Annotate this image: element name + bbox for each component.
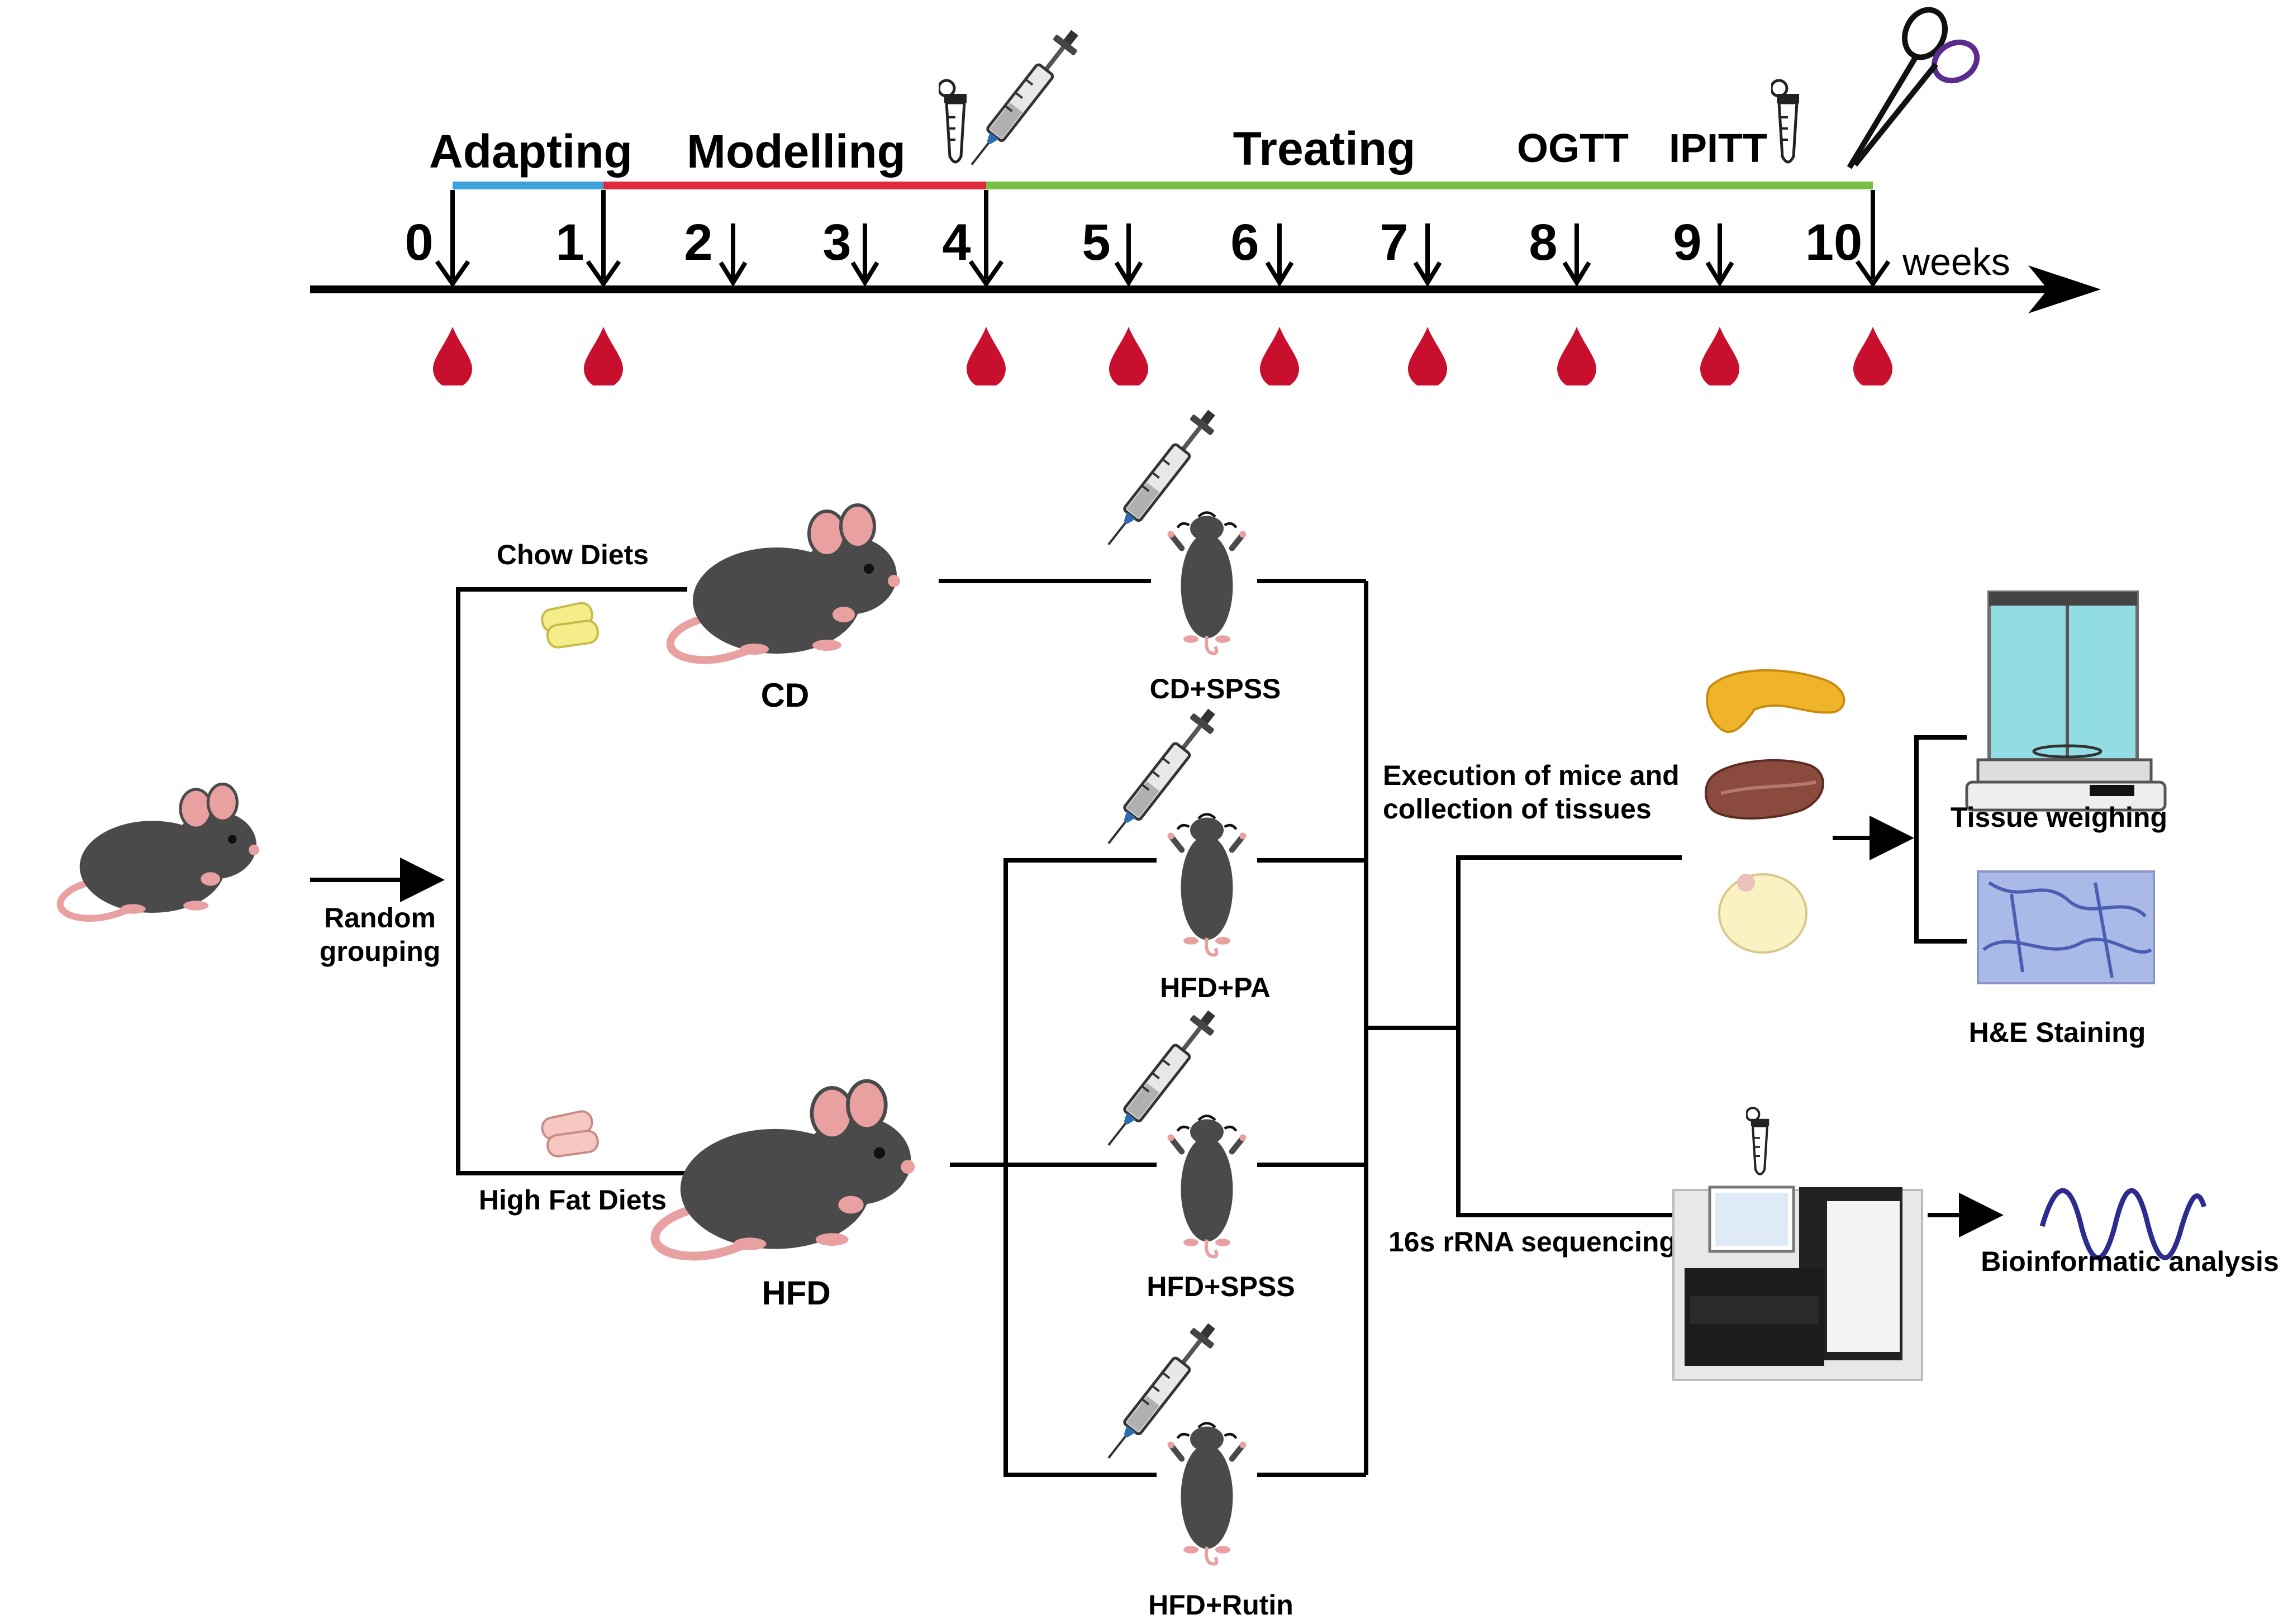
phase-modelling: Modelling (687, 125, 906, 178)
week-label-4: 4 (942, 214, 971, 271)
cd-mouse-icon (670, 505, 900, 660)
chow-diets-label: Chow Diets (497, 539, 649, 570)
hfd-spss-mouse-icon (1168, 1116, 1247, 1257)
blood-drop-icon (1408, 327, 1447, 385)
analytical-balance-icon (1965, 590, 2167, 812)
group-label-hfd-spss: HFD+SPSS (1147, 1271, 1295, 1302)
week-label-1: 1 (555, 214, 584, 271)
execution-label-1: Execution of mice and (1383, 760, 1680, 791)
week-label-8: 8 (1529, 214, 1557, 271)
sequencer-icon (1672, 1185, 1923, 1381)
phase-treating: Treating (1233, 122, 1416, 175)
blood-drop-icon (1109, 327, 1148, 385)
liver-icon (1705, 759, 1824, 820)
group-label-cd-spss: CD+SPSS (1150, 673, 1281, 704)
group-label-hfd-rutin: HFD+Rutin (1148, 1589, 1293, 1621)
time-axis-arrowhead (2028, 265, 2101, 313)
analysis-bracket (1456, 855, 1676, 1217)
weeks-unit-label: weeks (1902, 241, 2010, 283)
hfd-rutin-mouse-icon (1168, 1423, 1247, 1564)
analysis-sub-bracket (1914, 735, 1967, 944)
dna-wave-icon (2039, 1188, 2207, 1260)
blood-drop-icon (1853, 327, 1892, 385)
timepoint-arrows (435, 190, 1891, 288)
week-label-10: 10 (1805, 214, 1862, 271)
random-grouping-label-1: Random (324, 902, 436, 934)
blood-drop-icon (1700, 327, 1739, 385)
blood-drop-icon (967, 327, 1006, 385)
chow-food-icon (541, 602, 600, 649)
high-fat-food-icon (541, 1110, 599, 1158)
week-label-9: 9 (1673, 214, 1701, 271)
week-label-2: 2 (684, 214, 712, 271)
blood-drop-icon (1557, 327, 1596, 385)
week-label-6: 6 (1230, 214, 1259, 271)
week-label-0: 0 (405, 214, 433, 271)
pancreas-icon (1706, 669, 1845, 733)
group-design: Random grouping Chow Diets CD High Fat D… (60, 404, 2279, 1621)
hfd-bracket (1003, 858, 1157, 1477)
blood-drop-icon (1260, 327, 1299, 385)
scissors-icon (1847, 7, 1980, 169)
random-grouping-label-2: grouping (320, 936, 441, 967)
blood-drop-icon (433, 327, 472, 385)
timeline: Adapting Modelling Treating OGTT IPITT 0… (310, 7, 2101, 385)
adipose-tissue-icon (1718, 873, 1807, 954)
test-ogtt: OGTT (1517, 126, 1629, 171)
he-staining-label: H&E Staining (1969, 1017, 2146, 1048)
test-ipitt: IPITT (1669, 126, 1767, 171)
group-label-hfd-pa: HFD+PA (1160, 972, 1271, 1003)
syringe-icon (961, 25, 1086, 173)
hfd-label: HFD (762, 1274, 830, 1312)
grouping-bracket (456, 587, 687, 1175)
hfd-pa-mouse-icon (1168, 815, 1247, 955)
tissue-weighing-label: Tissue weighing (1951, 802, 2167, 833)
week-label-7: 7 (1380, 214, 1408, 271)
execution-label-2: collection of tissues (1383, 793, 1652, 825)
sequencing-label: 16s rRNA sequencing (1388, 1226, 1676, 1258)
sample-tube-icon (1747, 1108, 1769, 1174)
he-staining-image (1977, 870, 2155, 984)
blood-drop-icon (584, 327, 623, 385)
blood-sampling-drops (433, 327, 1892, 385)
bioinformatic-label: Bioinformatic analysis (1981, 1246, 2279, 1277)
week-label-5: 5 (1082, 214, 1110, 271)
cd-spss-mouse-icon (1168, 513, 1247, 654)
week-label-3: 3 (822, 214, 851, 271)
sample-tube-icon (1771, 80, 1799, 162)
initial-mouse-icon (60, 784, 259, 918)
high-fat-diets-label: High Fat Diets (479, 1184, 667, 1216)
hfd-mouse-icon (655, 1081, 915, 1256)
phase-adapting: Adapting (429, 125, 632, 178)
cd-label: CD (761, 677, 810, 714)
sample-tube-icon (939, 80, 967, 162)
